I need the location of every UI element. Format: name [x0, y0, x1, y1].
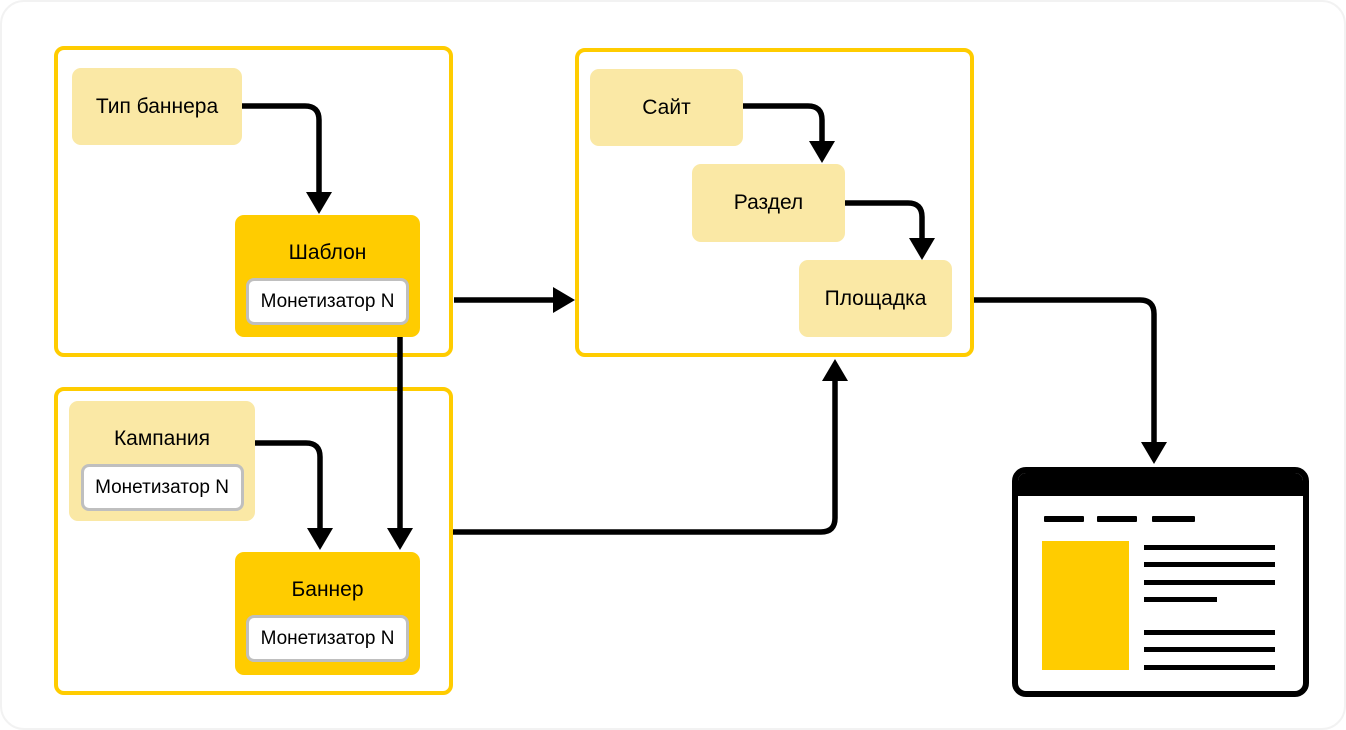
- node-banner-monetizer: Монетизатор N: [246, 615, 409, 662]
- node-banner-type-label: Тип баннера: [95, 94, 219, 118]
- menu-dash-icon: [1152, 516, 1195, 522]
- node-banner: Баннер Монетизатор N: [235, 552, 420, 675]
- browser-content: [1018, 496, 1303, 691]
- text-line: [1144, 597, 1217, 602]
- node-placement-label: Площадка: [824, 286, 927, 310]
- text-line: [1144, 665, 1275, 670]
- text-line: [1144, 647, 1275, 652]
- node-banner-label: Баннер: [291, 578, 364, 601]
- node-campaign-monetizer: Монетизатор N: [80, 464, 244, 511]
- node-template: Шаблон Монетизатор N: [235, 215, 420, 337]
- arrowhead-up-icon: [822, 359, 848, 381]
- menu-dash-icon: [1097, 516, 1137, 522]
- arrow-banner-group-to-site-group: [453, 379, 838, 535]
- text-line: [1144, 580, 1275, 585]
- node-section: Раздел: [692, 164, 845, 242]
- webpage-icon: [1012, 467, 1309, 697]
- node-template-monetizer: Монетизатор N: [246, 278, 409, 325]
- node-template-monetizer-label: Монетизатор N: [260, 291, 395, 312]
- node-banner-type: Тип баннера: [72, 68, 242, 145]
- node-section-label: Раздел: [733, 191, 804, 214]
- node-banner-monetizer-label: Монетизатор N: [260, 628, 395, 649]
- menu-dash-icon: [1044, 516, 1084, 522]
- node-campaign-label: Кампания: [113, 427, 211, 450]
- node-site-label: Сайт: [642, 95, 691, 119]
- node-placement: Площадка: [799, 260, 952, 337]
- arrowhead-down-icon: [1141, 442, 1167, 464]
- arrow-site-group-to-webpage: [974, 297, 1157, 444]
- text-line: [1144, 562, 1275, 567]
- browser-titlebar: [1018, 473, 1303, 496]
- node-campaign: Кампания Монетизатор N: [69, 401, 255, 521]
- node-site: Сайт: [590, 69, 743, 146]
- arrowhead-right-icon: [553, 287, 575, 313]
- ad-banner-placeholder: [1042, 541, 1129, 670]
- text-line: [1144, 545, 1275, 550]
- node-campaign-monetizer-label: Монетизатор N: [95, 477, 229, 498]
- node-template-label: Шаблон: [288, 241, 367, 264]
- text-line: [1144, 630, 1275, 635]
